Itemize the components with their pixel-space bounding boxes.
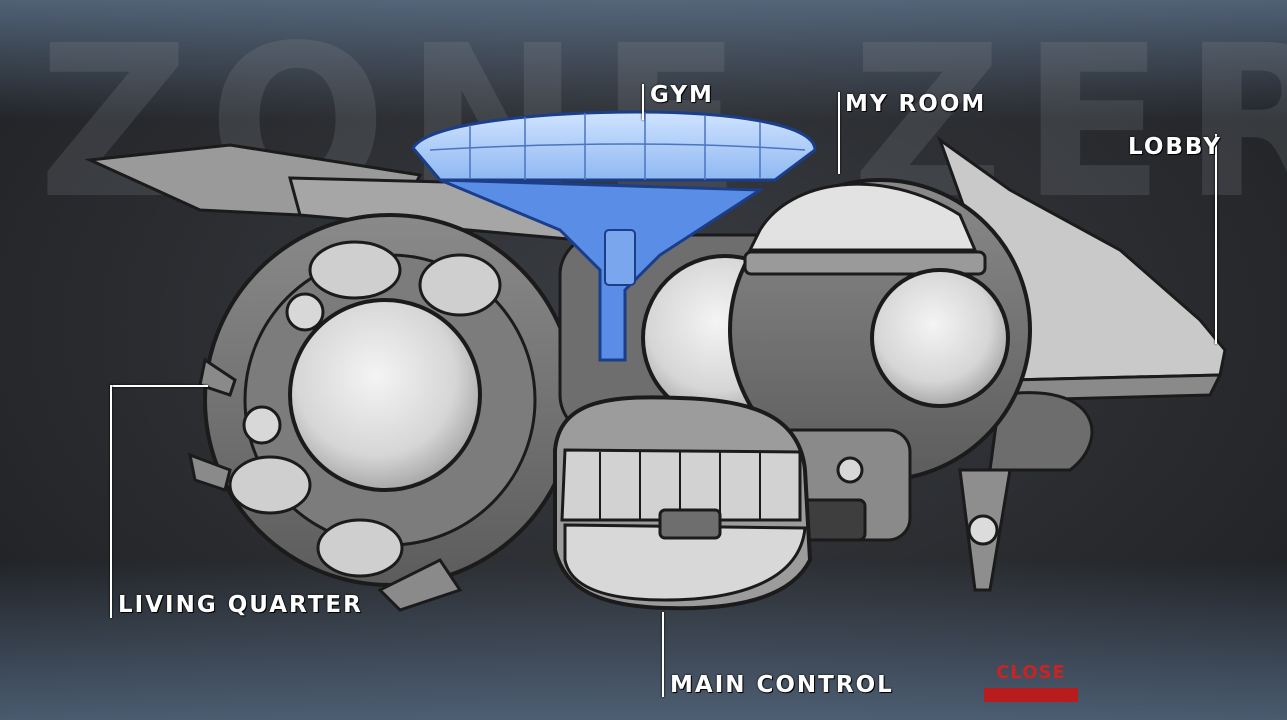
room-main-control[interactable]: [553, 395, 813, 611]
close-button[interactable]: CLOSE: [984, 662, 1078, 704]
living-quarter-leader-v: [110, 385, 112, 618]
label-gym[interactable]: GYM: [650, 82, 714, 108]
living-quarter-leader-h: [110, 385, 208, 387]
lobby-leader-line: [1215, 134, 1217, 344]
room-living-quarter[interactable]: [187, 213, 577, 612]
label-my-room[interactable]: MY ROOM: [845, 91, 987, 117]
gym-leader-line: [642, 84, 644, 120]
main-control-leader-line: [662, 612, 664, 697]
label-living-quarter[interactable]: LIVING QUARTER: [118, 592, 363, 618]
my-room-leader-line: [838, 92, 840, 174]
room-gym[interactable]: [411, 110, 817, 362]
close-label: CLOSE: [996, 662, 1066, 683]
close-bar: [984, 688, 1078, 702]
label-main-control[interactable]: MAIN CONTROL: [670, 672, 894, 698]
room-my-room[interactable]: [728, 178, 1032, 542]
label-lobby[interactable]: LOBBY: [1128, 134, 1222, 160]
